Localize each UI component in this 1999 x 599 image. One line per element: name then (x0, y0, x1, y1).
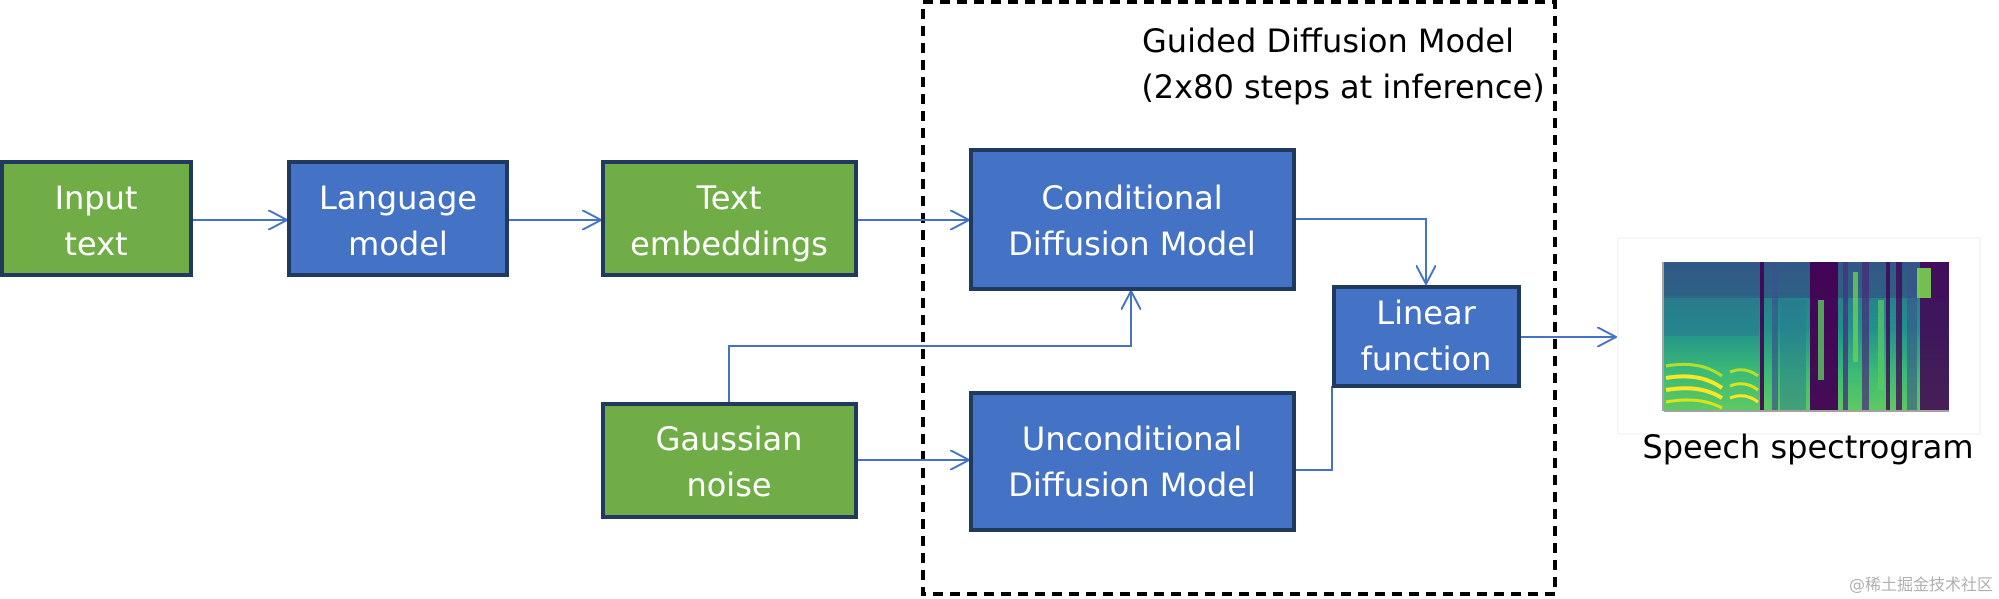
guided-diffusion-group-border (921, 0, 1557, 596)
unconditional-diffusion-model-node: Unconditional Diffusion Model (969, 391, 1296, 532)
input-text-node: Input text (0, 160, 193, 277)
language-model-line1: Language (319, 179, 477, 217)
input-text-line2: text (64, 225, 127, 263)
edge-unconditional-to-linear (1296, 386, 1420, 471)
text-embeddings-line2: embeddings (630, 225, 828, 263)
gaussian-noise-node: Gaussian noise (601, 402, 858, 519)
speech-spectrogram-image (1617, 237, 1981, 435)
linear-line1: Linear (1376, 294, 1476, 332)
language-model-node: Language model (287, 160, 509, 277)
edge-conditional-to-linear (1296, 218, 1426, 284)
language-model-line2: model (348, 225, 448, 263)
watermark-text: @稀土掘金技术社区 (1849, 575, 1993, 594)
text-embeddings-node: Text embeddings (601, 160, 858, 277)
group-title-line1: Guided Diffusion Model (1142, 22, 1514, 60)
spectrogram-texture (1664, 262, 1949, 410)
linear-line2: function (1361, 340, 1492, 378)
unconditional-line2: Diffusion Model (1008, 466, 1256, 504)
unconditional-line1: Unconditional (1022, 420, 1242, 458)
text-embeddings-line1: Text (696, 179, 762, 217)
conditional-diffusion-model-node: Conditional Diffusion Model (969, 148, 1296, 291)
input-text-line1: Input (55, 179, 138, 217)
linear-function-node: Linear function (1332, 285, 1521, 388)
group-title-line2: (2x80 steps at inference) (1141, 68, 1544, 106)
gaussian-noise-line1: Gaussian (656, 420, 803, 458)
edge-noise-to-conditional (728, 291, 1131, 402)
gaussian-noise-line2: noise (686, 466, 771, 504)
conditional-line1: Conditional (1041, 179, 1222, 217)
spectrogram-label: Speech spectrogram (1642, 428, 1973, 466)
conditional-line2: Diffusion Model (1008, 225, 1256, 263)
